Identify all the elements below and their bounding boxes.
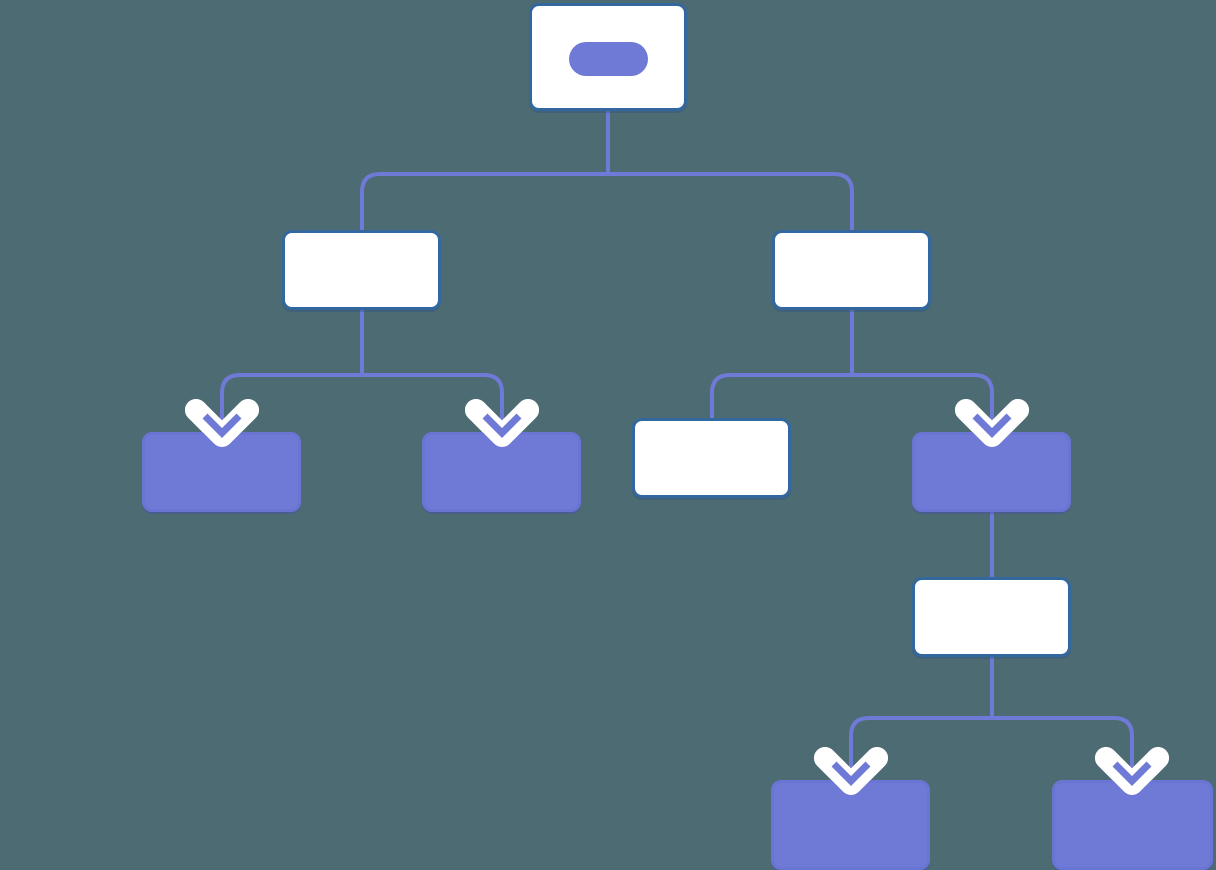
diagram-node-n3[interactable] bbox=[142, 432, 301, 512]
node-label bbox=[775, 233, 928, 307]
node-label bbox=[774, 783, 927, 867]
diagram-node-n6[interactable] bbox=[912, 432, 1071, 512]
edge-n7-n9 bbox=[992, 716, 1134, 780]
edge-n0-n2 bbox=[608, 172, 854, 230]
root-node-pill bbox=[569, 42, 648, 76]
edge-n2-n6 bbox=[852, 373, 994, 432]
diagram-node-n5[interactable] bbox=[632, 418, 791, 498]
node-label bbox=[915, 580, 1068, 654]
edge-n7-n8 bbox=[849, 716, 992, 780]
node-label bbox=[1055, 783, 1210, 867]
diagram-node-n7[interactable] bbox=[912, 577, 1071, 657]
node-label bbox=[915, 435, 1068, 509]
diagram-node-n9[interactable] bbox=[1052, 780, 1213, 870]
edge-n0-n1 bbox=[360, 172, 608, 230]
diagram-node-n2[interactable] bbox=[772, 230, 931, 310]
edge-n1-n4 bbox=[362, 373, 504, 432]
edge-n1-n3 bbox=[220, 373, 362, 432]
diagram-node-n8[interactable] bbox=[771, 780, 930, 870]
edge-n2-n5 bbox=[710, 373, 852, 418]
diagram-node-n1[interactable] bbox=[282, 230, 441, 310]
node-label bbox=[285, 233, 438, 307]
diagram-node-n0[interactable] bbox=[529, 3, 687, 111]
node-label bbox=[145, 435, 298, 509]
diagram-node-n4[interactable] bbox=[422, 432, 581, 512]
node-label bbox=[635, 421, 788, 495]
node-label bbox=[425, 435, 578, 509]
